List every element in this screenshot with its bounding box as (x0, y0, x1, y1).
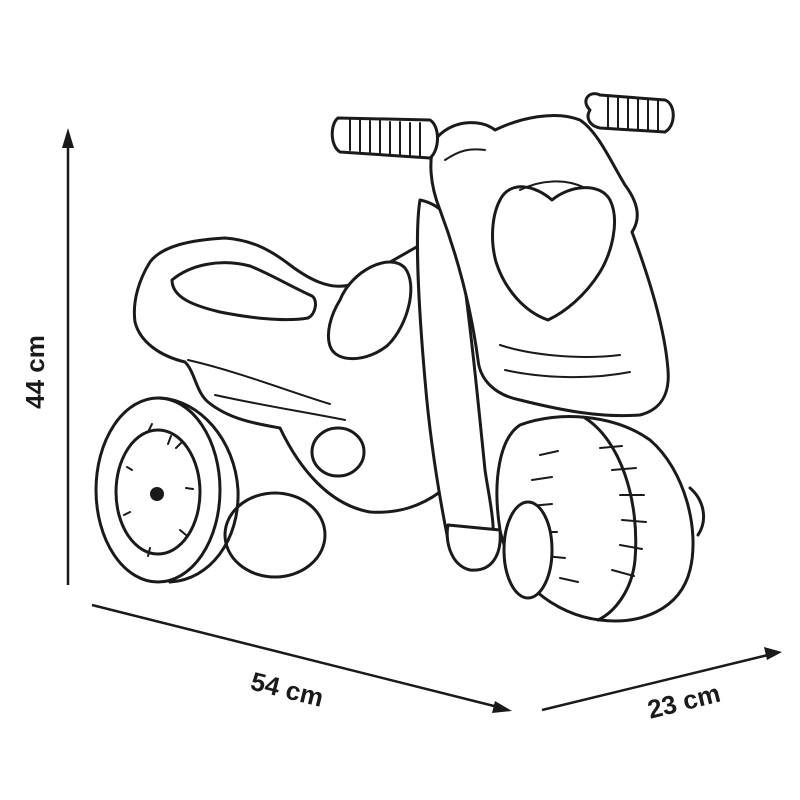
height-dimension-arrow (62, 128, 74, 585)
front-fork-bottom (445, 523, 502, 572)
side-round-knob (310, 426, 366, 478)
length-dimension-label: 54 cm (248, 666, 327, 713)
front-wheel-hub (502, 500, 554, 600)
height-dimension-label: 44 cm (20, 335, 50, 409)
rear-wheel (94, 396, 240, 584)
heart-window (491, 185, 617, 322)
handlebar-right (584, 92, 675, 134)
front-wheel (495, 415, 706, 623)
ride-on-bike-illustration (94, 92, 706, 623)
rear-inner-wheel (223, 491, 327, 579)
side-panel-oval (326, 260, 413, 361)
length-dimension-arrow (91, 603, 512, 713)
handlebar-left (330, 116, 439, 160)
width-dimension-label: 23 cm (644, 678, 723, 725)
width-dimension-arrow (541, 647, 782, 712)
seat-outline (170, 261, 317, 322)
